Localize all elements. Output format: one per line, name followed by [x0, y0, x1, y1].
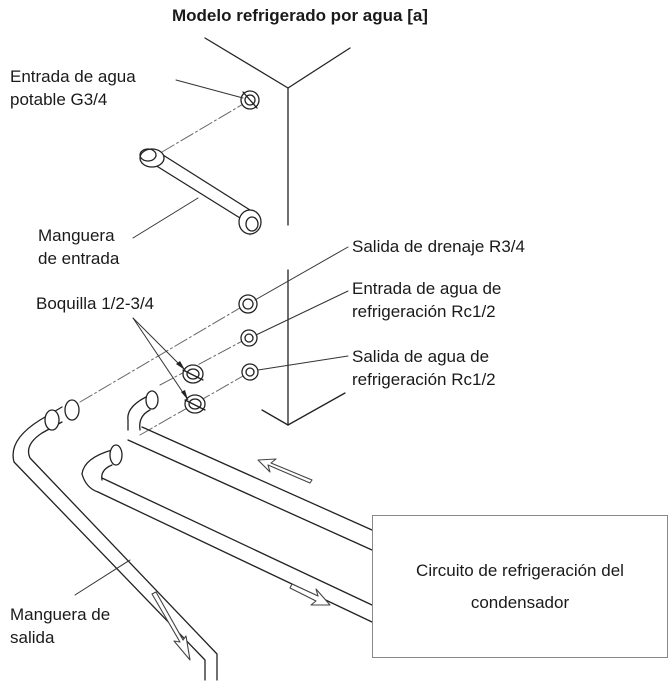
page-title: Modelo refrigerado por agua [a]	[172, 6, 428, 25]
label-line: Entrada de agua de	[352, 279, 502, 298]
condenser-box-line: condensador	[470, 592, 570, 612]
label-nozzle: Boquilla 1/2-3/4	[36, 294, 155, 313]
label-line: refrigeración Rc1/2	[352, 302, 496, 321]
label-line: Entrada de agua	[10, 67, 136, 86]
leader-lines	[74, 79, 349, 596]
cooling-outlet-fitting	[241, 363, 259, 381]
label-inlet-hose: Manguera de entrada	[38, 224, 119, 270]
condenser-box-line: Circuito de refrigeración del	[416, 560, 624, 580]
outlet-hose	[12, 399, 218, 681]
cooling-hose-lower	[81, 444, 373, 623]
arrow-supply	[289, 583, 331, 606]
label-potable-water-inlet: Entrada de agua potable G3/4	[10, 65, 136, 111]
nozzle-lower	[184, 394, 206, 414]
label-line: refrigeración Rc1/2	[352, 370, 496, 389]
condenser-circuit-box: Circuito de refrigeración del condensado…	[372, 515, 668, 658]
label-line: de entrada	[38, 249, 120, 268]
arrow-drain	[151, 591, 191, 661]
label-line: Manguera	[38, 226, 115, 245]
cooling-hose-upper	[127, 390, 373, 551]
arrow-return	[257, 458, 313, 484]
label-line: Manguera de	[10, 605, 111, 624]
cooling-inlet-fitting	[240, 329, 258, 347]
label-outlet-hose: Manguera de salida	[10, 603, 110, 649]
nozzle-upper	[182, 364, 204, 384]
inlet-hose	[139, 148, 262, 235]
label-cooling-water-outlet: Salida de agua de refrigeración Rc1/2	[352, 345, 496, 391]
label-line: potable G3/4	[10, 90, 108, 109]
label-line: Salida de agua de	[352, 347, 490, 366]
inlet-fitting	[240, 90, 260, 110]
label-drain-outlet: Salida de drenaje R3/4	[352, 237, 525, 256]
label-line: salida	[10, 628, 55, 647]
machine-body-outline	[204, 37, 351, 426]
drain-fitting	[238, 294, 258, 314]
flow-arrows	[151, 458, 331, 661]
label-cooling-water-inlet: Entrada de agua de refrigeración Rc1/2	[352, 277, 501, 323]
